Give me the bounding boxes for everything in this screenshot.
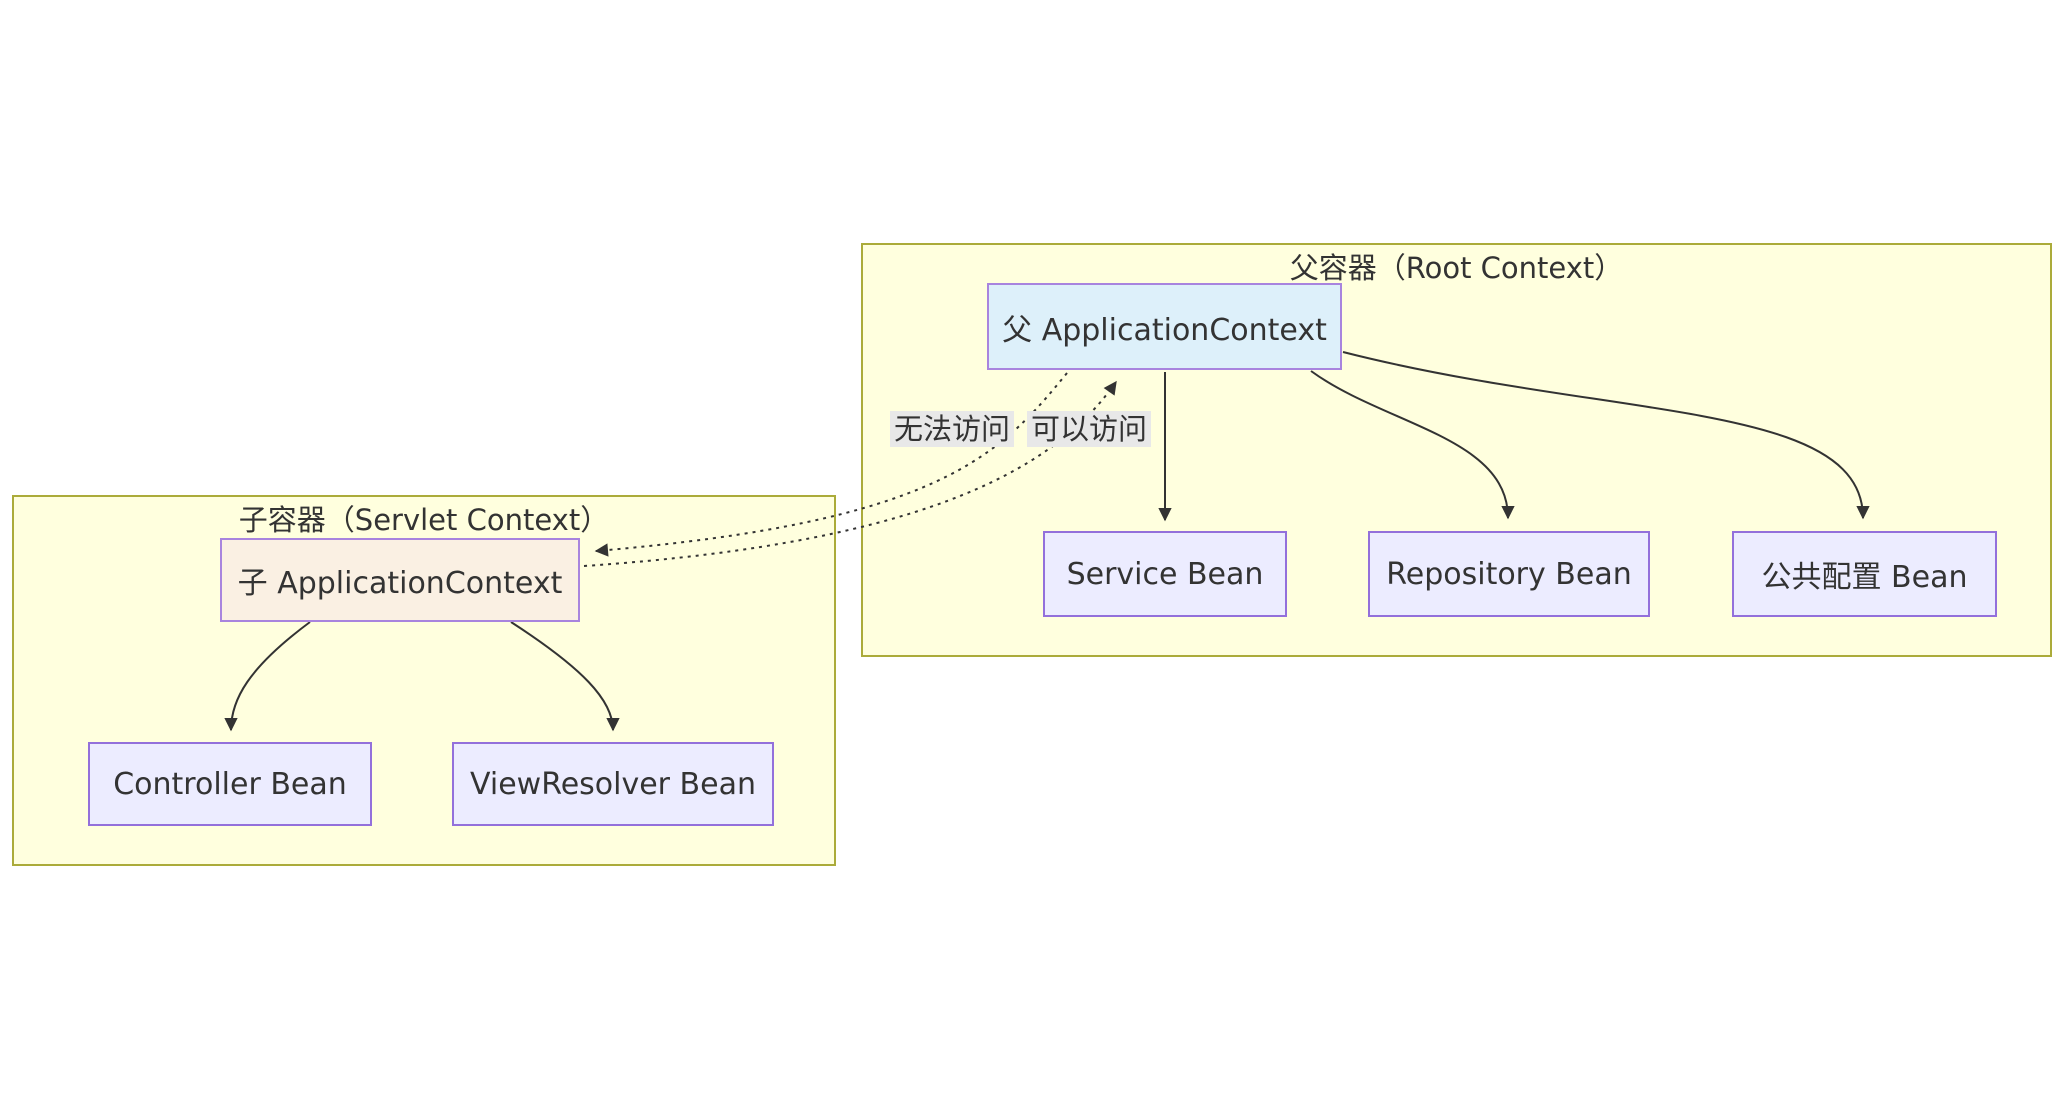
edge-parent-to-child-denied xyxy=(594,372,1068,557)
edge-parent-to-common xyxy=(1342,351,1870,520)
node-service-bean-label: Service Bean xyxy=(1066,556,1264,592)
node-parent-applicationcontext-label: 父 ApplicationContext xyxy=(1002,312,1327,348)
node-parent-applicationcontext: 父 ApplicationContext xyxy=(987,283,1342,370)
node-viewresolver-bean: ViewResolver Bean xyxy=(452,742,774,826)
node-common-config-bean-label: 公共配置 Bean xyxy=(1761,560,1968,595)
node-common-config-bean: 公共配置 Bean xyxy=(1732,531,1997,617)
node-controller-bean: Controller Bean xyxy=(88,742,372,826)
parent-cluster-title: 父容器（Root Context） xyxy=(1289,251,1624,285)
node-service-bean: Service Bean xyxy=(1043,531,1287,617)
child-cluster-title: 子容器（Servlet Context） xyxy=(238,503,610,537)
edge-label-can-access: 可以访问 xyxy=(1027,411,1152,447)
edge-child-to-viewresolver xyxy=(510,621,620,732)
node-repository-bean: Repository Bean xyxy=(1368,531,1650,617)
node-child-applicationcontext-label: 子 ApplicationContext xyxy=(237,566,563,601)
edge-child-to-parent-allowed xyxy=(583,380,1117,567)
edge-child-to-controller xyxy=(224,621,311,732)
node-controller-bean-label: Controller Bean xyxy=(113,766,347,802)
edge-parent-to-repository xyxy=(1310,370,1515,520)
node-viewresolver-bean-label: ViewResolver Bean xyxy=(470,766,756,802)
edge-label-cannot-access: 无法访问 xyxy=(890,411,1015,447)
node-repository-bean-label: Repository Bean xyxy=(1386,556,1632,592)
node-child-applicationcontext: 子 ApplicationContext xyxy=(220,538,580,622)
